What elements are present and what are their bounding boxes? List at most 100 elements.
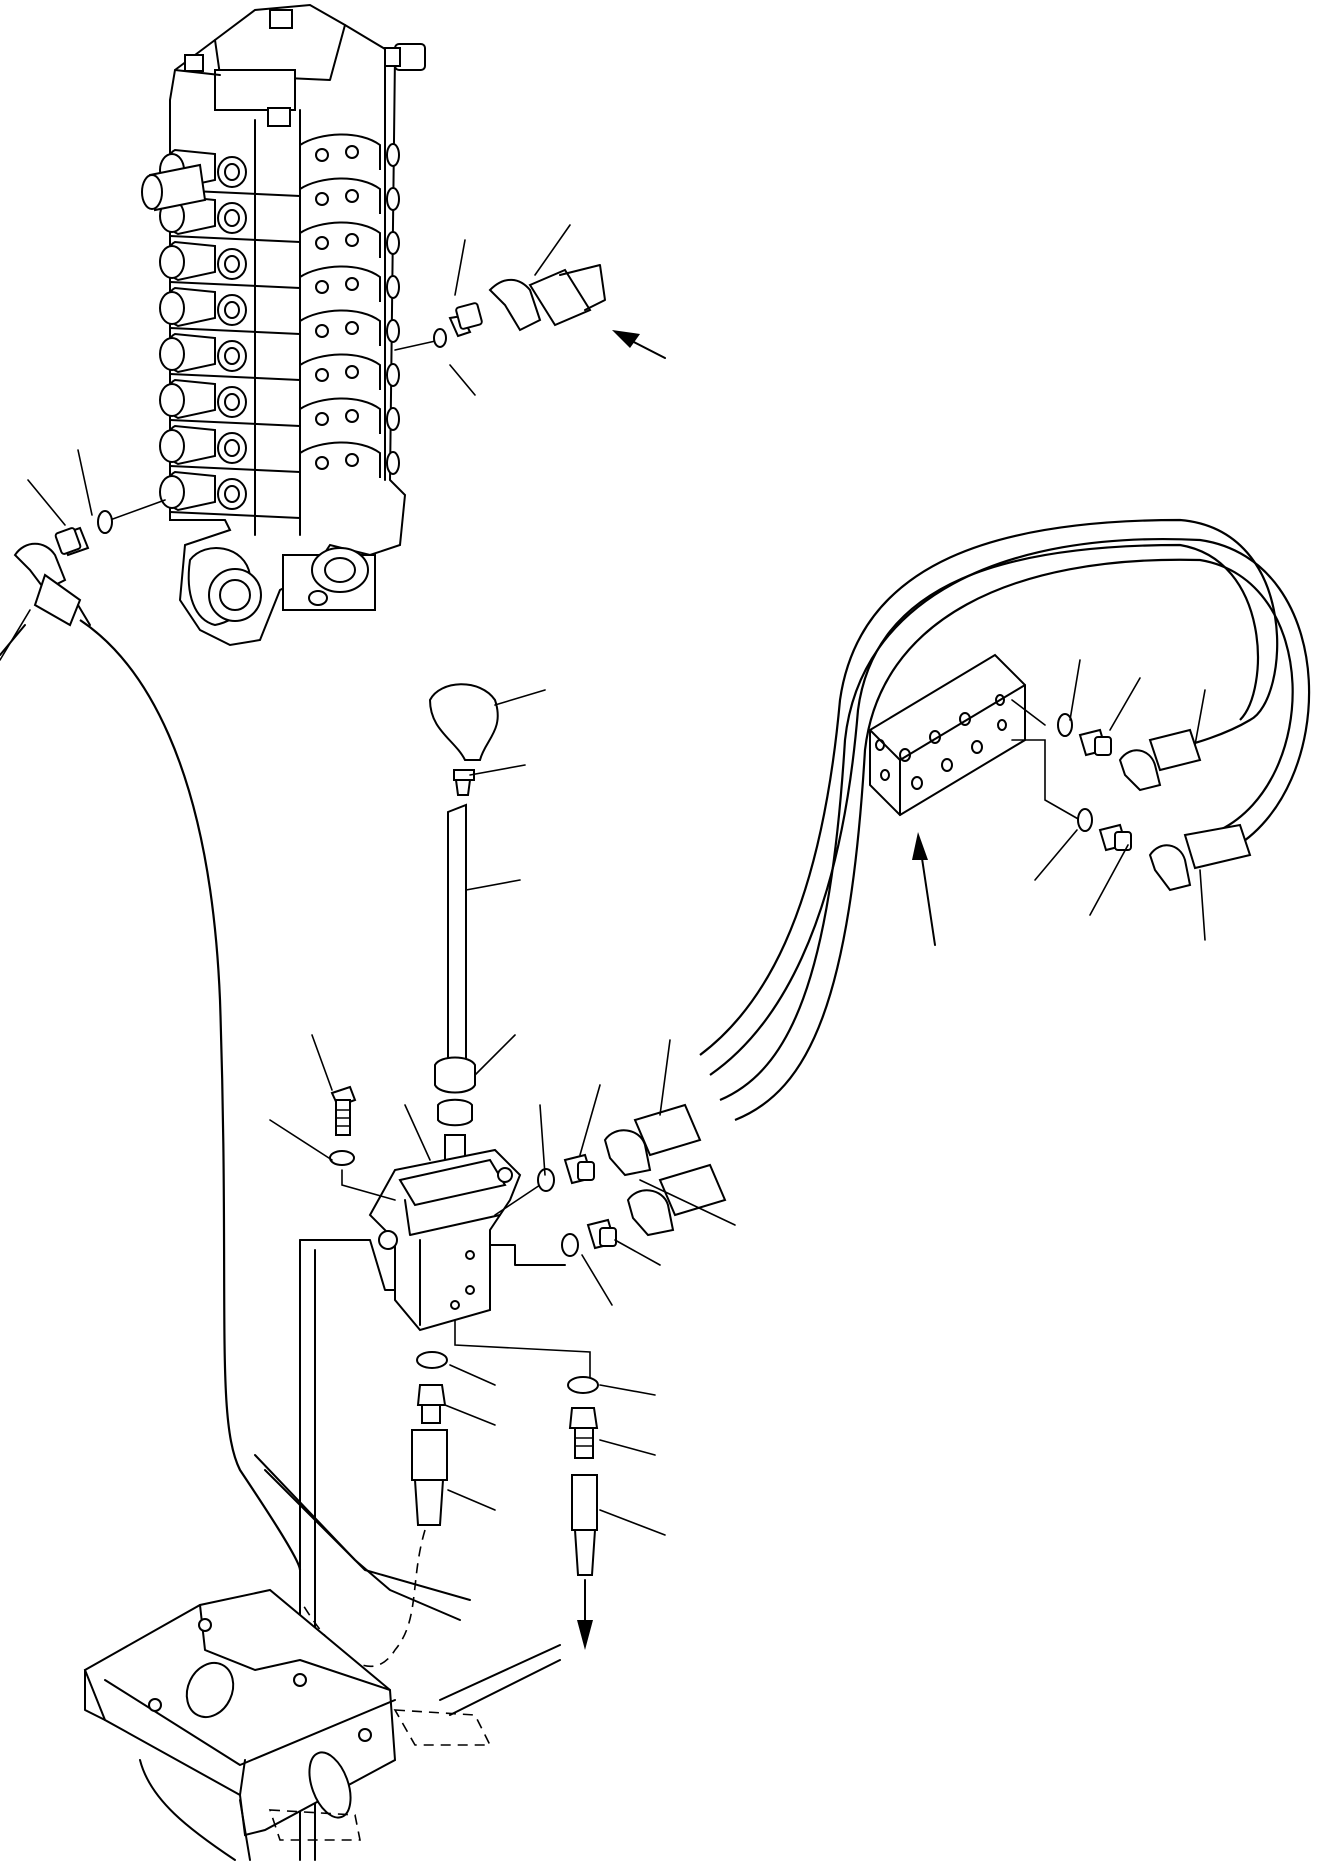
leader-line <box>1069 659 1081 721</box>
leader-line <box>581 1254 613 1306</box>
port-cap <box>217 340 247 372</box>
plate-section <box>299 177 381 214</box>
leader-line <box>311 1034 333 1091</box>
leader-line <box>579 1084 601 1156</box>
plate-section <box>299 441 381 478</box>
port-bore <box>224 439 240 457</box>
direction-arrow-icon <box>612 330 640 348</box>
plate-hole <box>315 368 329 382</box>
section-seam <box>169 235 301 243</box>
plate-hole <box>345 409 359 423</box>
plate-section <box>299 133 381 170</box>
leader-line <box>599 1509 666 1536</box>
section-seam <box>169 465 301 473</box>
block-hole <box>911 776 923 790</box>
block-hole <box>929 730 941 744</box>
port-cap <box>217 386 247 418</box>
section-seam <box>169 511 301 519</box>
lever-knob-icon <box>428 683 499 761</box>
leader-line <box>447 1489 496 1511</box>
plate-hole <box>345 277 359 291</box>
pilot-bottom-fitting-right <box>567 1376 599 1650</box>
port-bore <box>224 163 240 181</box>
port-bore <box>224 209 240 227</box>
left-hose <box>79 619 302 1571</box>
plate-hole <box>345 233 359 247</box>
side-boss <box>386 143 400 167</box>
side-boss <box>386 363 400 387</box>
plate-hole <box>315 236 329 250</box>
leader-line <box>1109 677 1141 731</box>
port-cap <box>217 478 247 510</box>
port-face <box>159 291 185 325</box>
block-hole-grid <box>875 694 1007 790</box>
leader-line <box>539 1104 546 1176</box>
leader-line <box>1199 869 1206 941</box>
section-seam <box>169 419 301 427</box>
port-bore <box>224 347 240 365</box>
control-valve <box>141 3 426 647</box>
section-seam <box>169 281 301 289</box>
plate-section <box>299 353 381 390</box>
plate-hole <box>345 365 359 379</box>
plate-hole <box>345 321 359 335</box>
leader-line <box>474 1034 516 1076</box>
leader-line <box>469 764 526 776</box>
leader-line <box>465 879 521 891</box>
right-plate-stack <box>299 133 400 478</box>
upper-right-fitting <box>394 264 666 359</box>
block-hole <box>875 739 885 751</box>
leader-line <box>1034 829 1078 881</box>
leader-line <box>0 609 31 661</box>
leader-line <box>449 364 476 396</box>
spool-face <box>141 174 163 210</box>
port-face <box>159 383 185 417</box>
plate-section <box>299 265 381 302</box>
block-hole <box>899 748 911 762</box>
plate-hole <box>315 280 329 294</box>
leader-line <box>614 1239 661 1266</box>
leader-line <box>404 1104 431 1161</box>
plate-hole <box>315 192 329 206</box>
upper-hose-loop <box>699 518 1311 1122</box>
section-seam <box>169 373 301 381</box>
leader-line <box>27 479 66 526</box>
leader-line <box>0 624 26 656</box>
port-cap <box>217 294 247 326</box>
side-boss <box>386 187 400 211</box>
junction-block <box>869 653 1252 946</box>
pilot-right-fittings <box>494 1103 727 1257</box>
plate-hole <box>315 456 329 470</box>
plate-section <box>299 221 381 258</box>
section-seam <box>169 327 301 335</box>
side-boss <box>386 319 400 343</box>
port-cap <box>217 248 247 280</box>
top-bolt-icon <box>269 9 293 29</box>
port-cap <box>217 432 247 464</box>
plate-hole <box>345 453 359 467</box>
plate-hole <box>315 324 329 338</box>
block-hole <box>880 769 890 781</box>
leader-line <box>77 449 93 516</box>
plate-hole <box>345 145 359 159</box>
plate-section <box>299 397 381 434</box>
leader-line <box>1089 844 1129 916</box>
leader-line <box>599 1439 656 1456</box>
leader-line <box>599 1384 656 1396</box>
plate-hole <box>315 412 329 426</box>
leader-line <box>269 1119 333 1161</box>
lever-rod <box>447 803 467 1061</box>
port-bore <box>224 393 240 411</box>
block-hole <box>959 712 971 726</box>
callout-leader-lines <box>0 224 1206 1536</box>
pilot-bottom-fitting-left <box>299 1351 448 1668</box>
leader-line <box>639 1179 736 1226</box>
lower-left-fitting <box>13 499 166 627</box>
cab-floor-bracket <box>83 1454 561 1861</box>
block-hole <box>997 719 1007 731</box>
port-cap <box>217 156 247 188</box>
block-hole <box>995 694 1005 706</box>
left-port-stack <box>141 148 301 519</box>
